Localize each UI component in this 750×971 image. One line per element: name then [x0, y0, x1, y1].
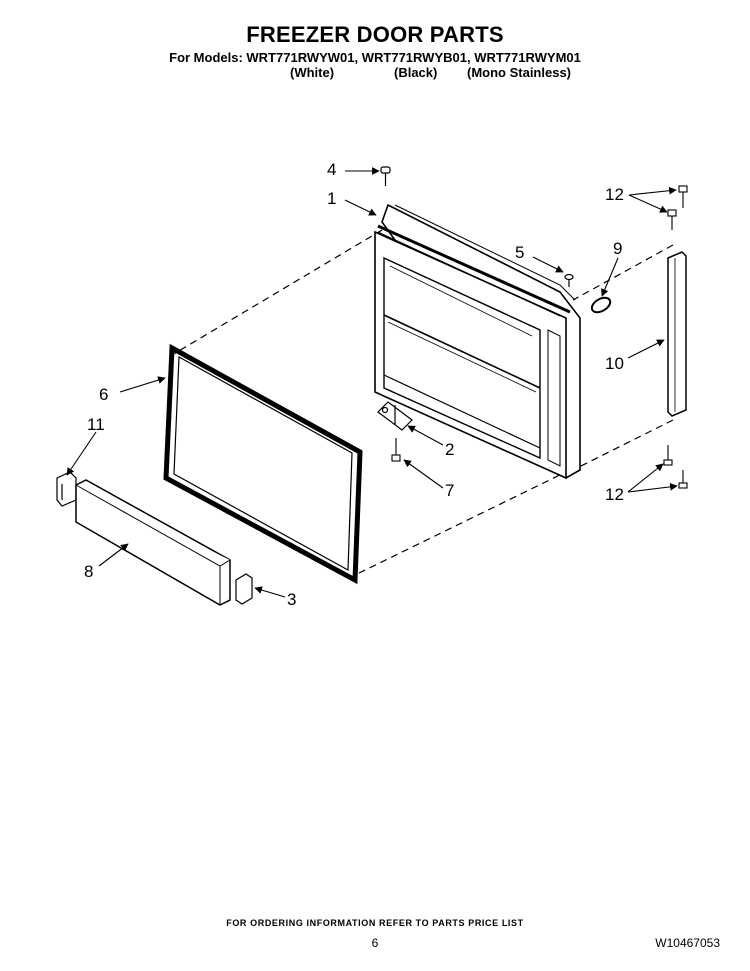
callout-4: 4 [327, 160, 336, 179]
callout-8: 8 [84, 562, 93, 581]
callout-11: 11 [87, 415, 105, 434]
callout-7: 7 [445, 481, 454, 500]
screw-part-5 [564, 273, 574, 287]
screw-part-4 [380, 166, 391, 186]
callout-3: 3 [287, 590, 296, 609]
callout-1: 1 [327, 189, 336, 208]
callout-2: 2 [445, 440, 454, 459]
gasket-part-6 [163, 343, 363, 585]
ring-part-9 [590, 296, 612, 314]
callout-10: 10 [605, 354, 624, 373]
document-number: W10467053 [655, 936, 720, 950]
page-title: FREEZER DOOR PARTS [246, 22, 504, 47]
trim-part-8 [75, 479, 231, 606]
callout-12-top: 12 [605, 185, 624, 204]
callout-6: 6 [99, 385, 108, 404]
screw-part-7 [391, 438, 401, 462]
variant-black: (Black) [394, 65, 438, 80]
variant-white: (White) [290, 65, 335, 80]
screws-part-12-top [667, 185, 688, 230]
handle-part-10 [667, 251, 687, 417]
model-list: For Models: WRT771RWYW01, WRT771RWYB01, … [169, 50, 581, 65]
variant-stainless: (Mono Stainless) [467, 65, 572, 80]
bracket-part-2 [377, 401, 413, 431]
ordering-note: FOR ORDERING INFORMATION REFER TO PARTS … [226, 918, 524, 928]
assembly-dashed-lines [171, 229, 674, 576]
callout-leaders [66, 167, 678, 598]
callout-12-bottom: 12 [605, 485, 624, 504]
screws-part-12-bottom [663, 445, 688, 489]
end-cap-part-11 [56, 471, 77, 507]
end-cap-part-3 [235, 573, 253, 605]
page-number: 6 [371, 936, 379, 950]
door-assembly [374, 203, 581, 480]
callout-5: 5 [515, 243, 524, 262]
callout-9: 9 [613, 239, 622, 258]
